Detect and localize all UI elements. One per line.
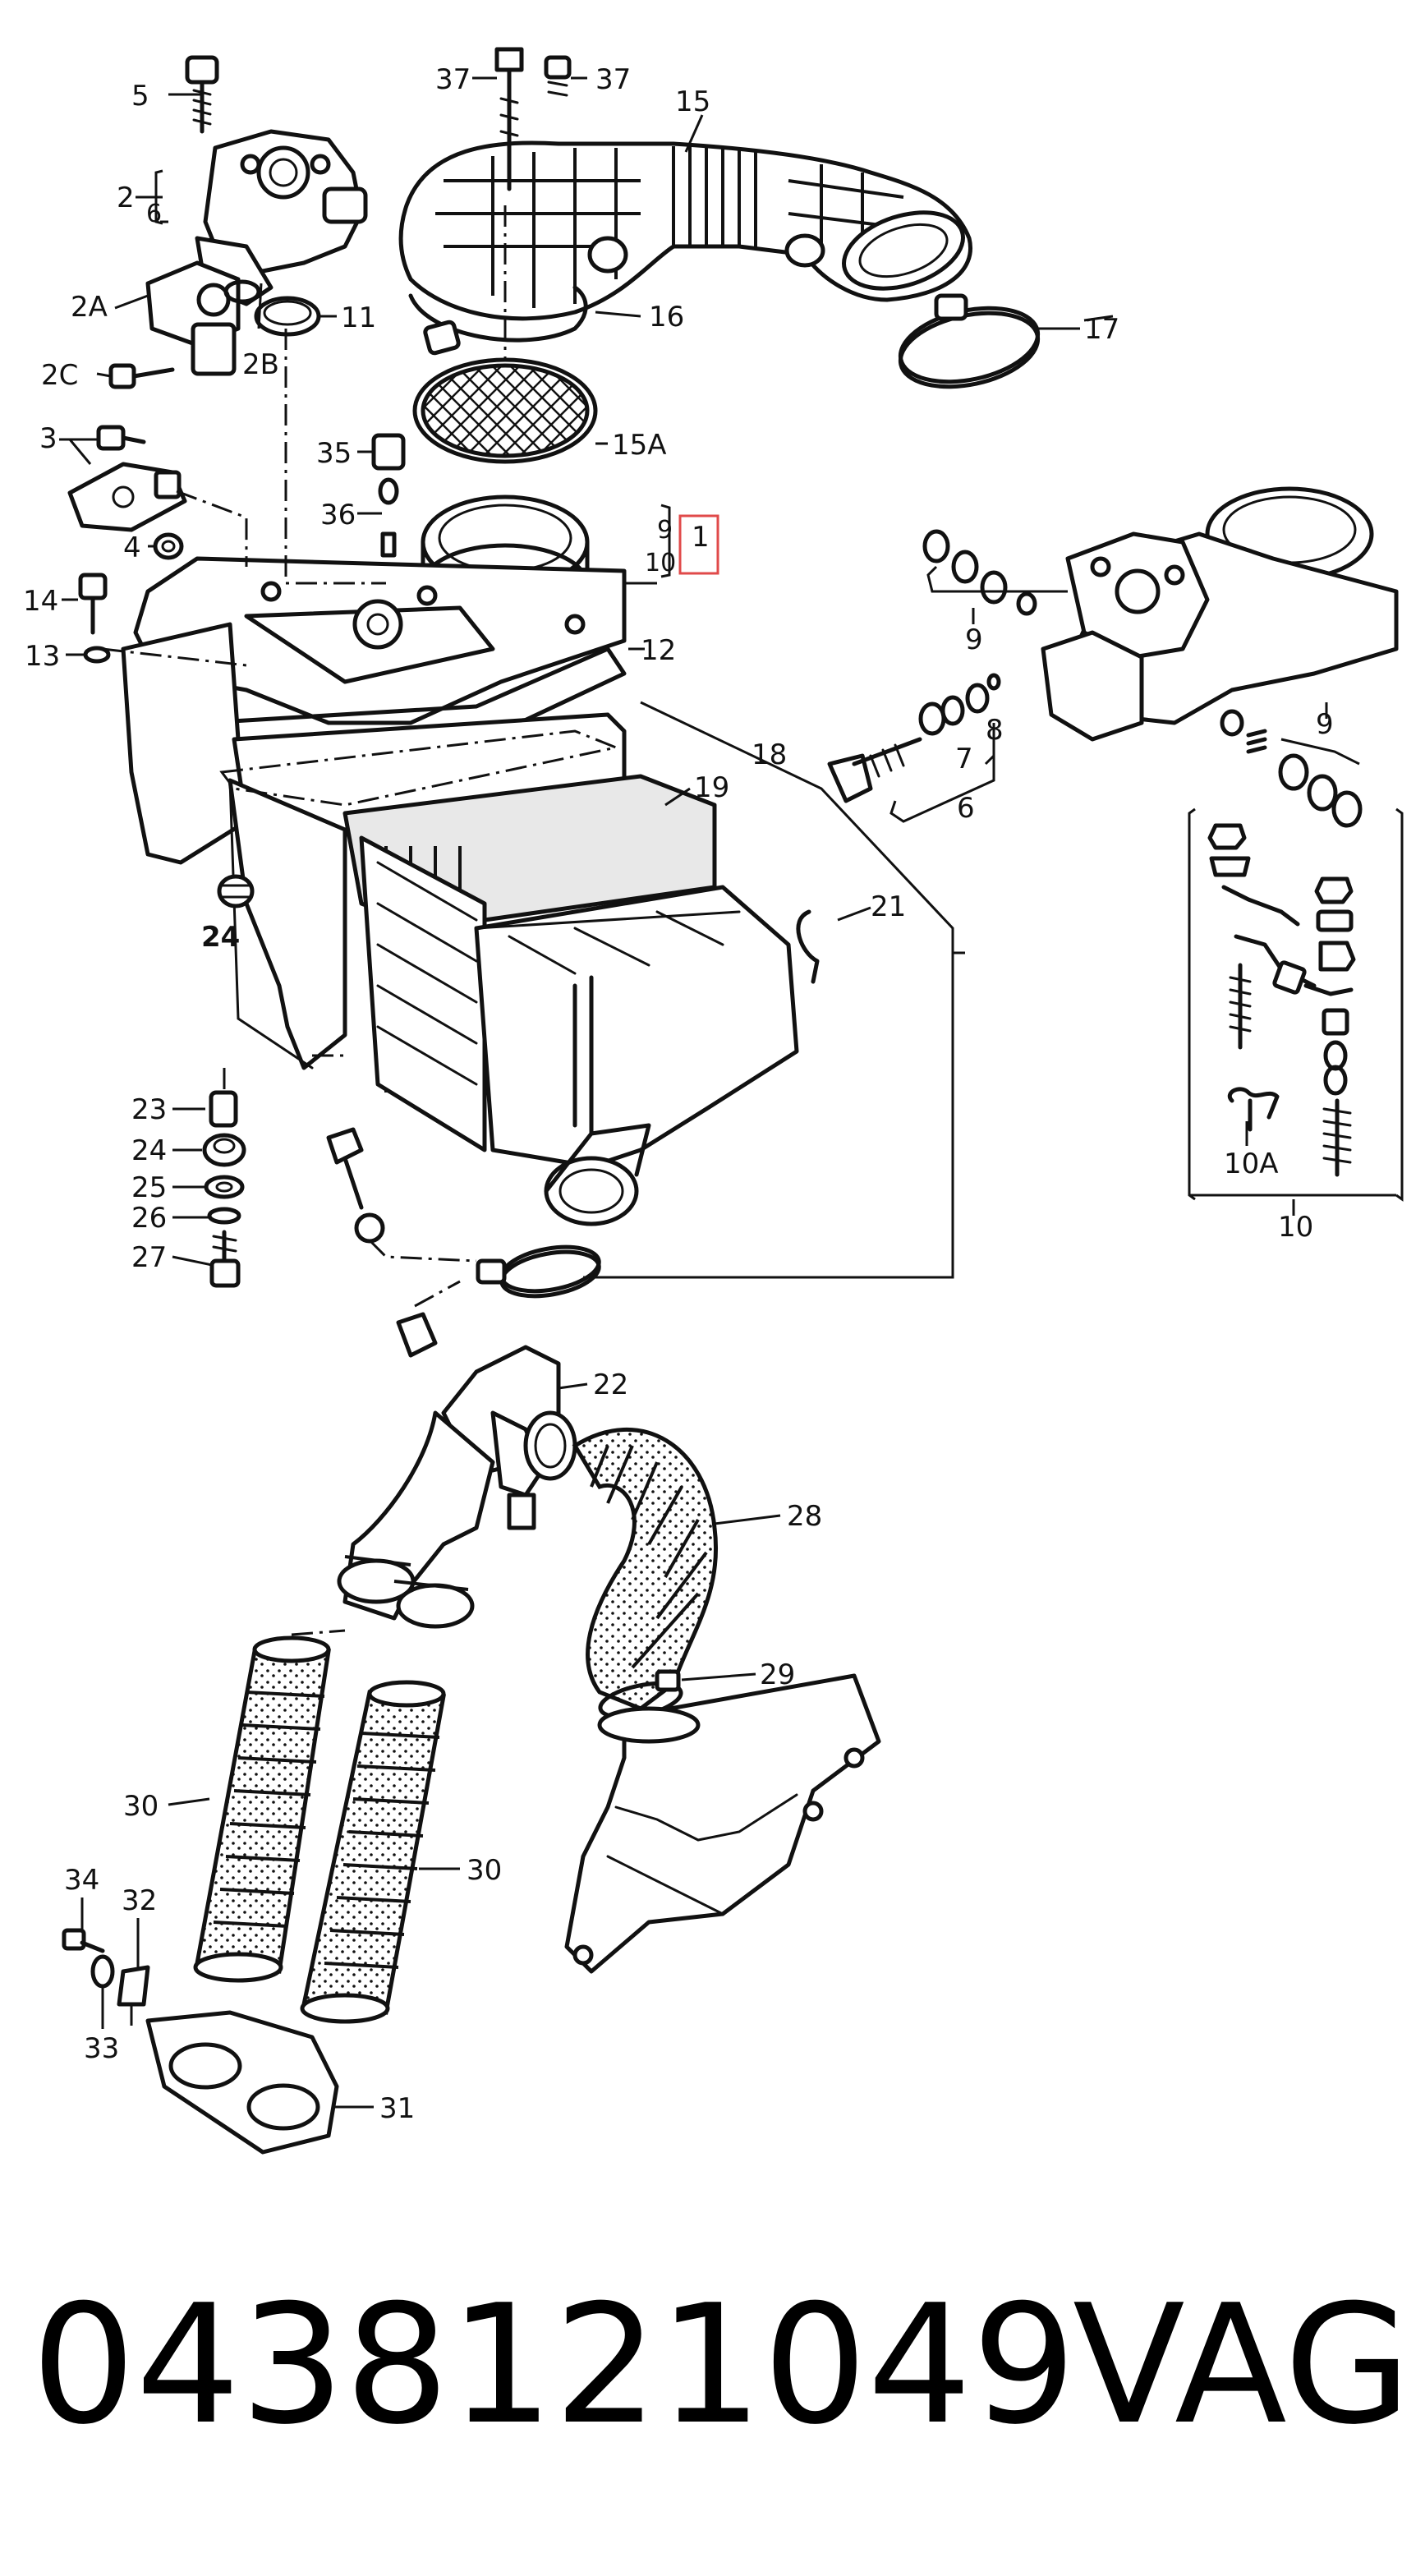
highlight-box-callout-1 <box>678 514 719 575</box>
callout-18: 18 <box>752 738 787 771</box>
sensor-2a <box>145 260 241 376</box>
bracket-18-lines <box>583 701 965 1279</box>
callout-10-right: 10 <box>1278 1211 1313 1244</box>
callout-26: 26 <box>131 1202 167 1235</box>
callout-2: 2 <box>117 182 135 214</box>
grommet-4 <box>153 532 184 560</box>
callout-27: 27 <box>131 1241 167 1274</box>
y-pipe <box>337 1410 495 1629</box>
hardware-32-34 <box>62 1928 150 2007</box>
callout-28: 28 <box>787 1500 822 1533</box>
gasket-18 <box>219 729 621 807</box>
callout-9-right: 9 <box>1316 708 1334 741</box>
callout-9: 9 <box>657 516 673 545</box>
callout-5: 5 <box>131 80 149 113</box>
bracket-lower <box>564 1673 881 1974</box>
callout-10a: 10A <box>1224 1148 1279 1180</box>
clamp-16 <box>408 285 588 356</box>
mount-stack <box>202 1090 246 1288</box>
callout-2c: 2C <box>41 359 78 392</box>
callout-17: 17 <box>1084 313 1119 346</box>
throttle-housing-right <box>1041 486 1399 742</box>
callout-12: 12 <box>641 634 676 667</box>
flange-3 <box>67 425 187 532</box>
caption: 0438121049 VAG <box>31 2275 1411 2456</box>
callout-36: 36 <box>320 499 356 531</box>
clamp-11 <box>254 296 321 337</box>
bolt-mount-center <box>326 1127 385 1244</box>
callout-31: 31 <box>379 2092 415 2125</box>
callout-25: 25 <box>131 1171 167 1204</box>
flange-31 <box>145 2010 339 2155</box>
corrugated-hose-30-right <box>300 1680 446 2024</box>
callout-labels: 5 2 6 2A 2B 2C 11 3 4 14 13 37 37 15 16 … <box>23 63 1334 2125</box>
callout-4: 4 <box>123 531 141 564</box>
callout-24: 24 <box>131 1134 167 1167</box>
connector-22 <box>441 1345 577 1530</box>
callout-2a: 2A <box>71 291 108 324</box>
callout-11: 11 <box>341 301 376 334</box>
clamp-17 <box>898 293 1041 389</box>
o-ring-2b <box>223 279 261 304</box>
filter-element-19 <box>342 774 717 1152</box>
callout-37-right: 37 <box>595 63 631 96</box>
callout-10: 10 <box>645 549 676 577</box>
clamp-band-lower <box>476 1244 601 1299</box>
callout-23: 23 <box>131 1093 167 1126</box>
callout-1: 1 <box>692 521 710 554</box>
bolt-14 <box>78 573 108 635</box>
valve-6 <box>827 673 1001 803</box>
brand-name: VAG <box>1073 2270 1412 2461</box>
callout-22: 22 <box>593 1368 628 1401</box>
callout-33: 33 <box>84 2032 119 2065</box>
callout-9-right-upper: 9 <box>965 623 983 656</box>
callout-8: 8 <box>986 714 1004 747</box>
callout-37-left: 37 <box>435 63 471 96</box>
callout-15a: 15A <box>612 429 667 462</box>
intake-hose-15 <box>398 47 972 321</box>
callout-15: 15 <box>675 85 710 118</box>
screw-36 <box>378 477 399 558</box>
callout-34: 34 <box>64 1864 99 1897</box>
callout-16: 16 <box>649 301 684 334</box>
callout-7: 7 <box>955 743 973 775</box>
bracket-lines-right <box>889 565 1360 823</box>
seals-9-right <box>1220 709 1363 828</box>
exploded-parts-diagram: 5 2 6 2A 2B 2C 11 3 4 14 13 37 37 15 16 … <box>23 47 1404 2155</box>
callout-3: 3 <box>39 422 57 455</box>
callout-21: 21 <box>871 890 906 923</box>
callout-24-left: 24 <box>201 921 240 954</box>
assembly-leaders <box>102 205 507 2029</box>
screw-2c <box>108 363 175 389</box>
callout-30-left: 30 <box>123 1790 159 1823</box>
corrugated-hose-28 <box>572 1427 718 1711</box>
group-10-box <box>1188 807 1404 1202</box>
filter-cover <box>474 885 799 1226</box>
throttle-body-2 <box>195 129 368 306</box>
spacer-35 <box>371 433 406 471</box>
callout-6-right: 6 <box>957 792 975 825</box>
group-10-parts <box>1207 823 1356 1177</box>
clip-21 <box>796 909 820 984</box>
screen-15a <box>412 357 598 464</box>
corrugated-hose-30-left <box>193 1635 331 1983</box>
callout-19: 19 <box>694 771 729 804</box>
callout-13: 13 <box>25 640 60 673</box>
callout-leaders <box>59 76 1328 2109</box>
callout-2b: 2B <box>242 348 279 381</box>
callout-29: 29 <box>760 1658 795 1691</box>
callout-35: 35 <box>316 437 352 470</box>
callout-32: 32 <box>122 1884 157 1917</box>
nut-bracket <box>396 1312 438 1358</box>
mount-24-left <box>217 874 255 908</box>
screw-5 <box>185 55 219 134</box>
seals-9-upper <box>922 529 1037 616</box>
callout-14: 14 <box>23 585 58 618</box>
callout-30-right: 30 <box>467 1854 502 1887</box>
callout-6: 6 <box>146 200 162 228</box>
part-number: 0438121049 <box>31 2270 1077 2461</box>
